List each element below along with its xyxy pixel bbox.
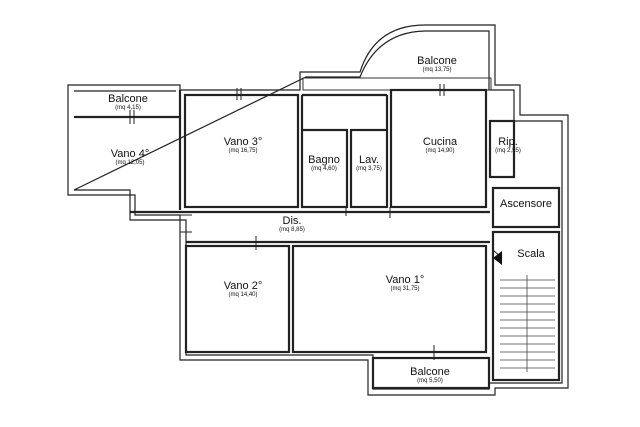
room-name: Balcone	[410, 366, 450, 378]
room-name: Balcone	[108, 93, 148, 105]
room-area: (mq 8,85)	[279, 227, 305, 233]
room-area: (mq 16,75)	[228, 148, 258, 154]
room-area: (mq 14,40)	[228, 292, 258, 298]
room-name: Vano 2°	[223, 280, 263, 292]
room-name: Lav.	[359, 154, 379, 166]
room-area: (mq 31,75)	[390, 286, 420, 292]
room-name: Scala	[517, 248, 545, 260]
room-area: (mq 4,60)	[311, 166, 337, 172]
room-area: (mq 2,55)	[495, 148, 521, 154]
room-area: (mq 4,15)	[115, 105, 141, 111]
room-label-dis: Dis. (mq 8,85)	[279, 215, 305, 233]
outer-wall	[67, 24, 569, 396]
room-label-vano-3: Vano 3° (mq 16,75)	[224, 136, 262, 154]
room-label-scala: Scala	[517, 248, 545, 260]
room-name: Cucina	[422, 136, 458, 148]
room-label-rip: Rip. (mq 2,55)	[495, 136, 521, 154]
stair-arrow	[493, 251, 502, 265]
room-area: (mq 13,75)	[422, 67, 452, 73]
stair-treads	[500, 275, 555, 372]
room-label-vano-2: Vano 2° (mq 14,40)	[224, 280, 262, 298]
room-area: (mq 5,50)	[417, 378, 443, 384]
room-label-cucina: Cucina (mq 14,90)	[423, 136, 457, 154]
room-area: (mq 14,90)	[425, 148, 455, 154]
room-area: (mq 12,05)	[115, 160, 145, 166]
room-name: Vano 3°	[223, 136, 263, 148]
room-label-vano-1: Vano 1° (mq 31,75)	[386, 274, 424, 292]
room-area: (mq 3,75)	[356, 166, 382, 172]
room-name: Vano 1°	[385, 274, 425, 286]
room-name: Rip.	[498, 136, 518, 148]
room-name: Dis.	[282, 215, 302, 227]
room-label-balcone-bottom: Balcone (mq 5,50)	[410, 366, 450, 384]
room-name: Bagno	[308, 154, 340, 166]
room-label-ascensore: Ascensore	[500, 198, 552, 210]
room-name: Balcone	[417, 55, 457, 67]
openings	[129, 84, 503, 360]
room-name: Ascensore	[500, 198, 552, 210]
partition-walls	[74, 88, 561, 390]
room-label-balcone-left: Balcone (mq 4,15)	[108, 93, 148, 111]
room-name: Vano 4°	[110, 148, 150, 160]
room-label-lav: Lav. (mq 3,75)	[356, 154, 382, 172]
balcone-top-area	[302, 77, 492, 91]
room-label-balcone-top: Balcone (mq 13,75)	[417, 55, 457, 73]
room-label-bagno: Bagno (mq 4,60)	[308, 154, 340, 172]
room-label-vano-4: Vano 4° (mq 12,05)	[111, 148, 149, 166]
